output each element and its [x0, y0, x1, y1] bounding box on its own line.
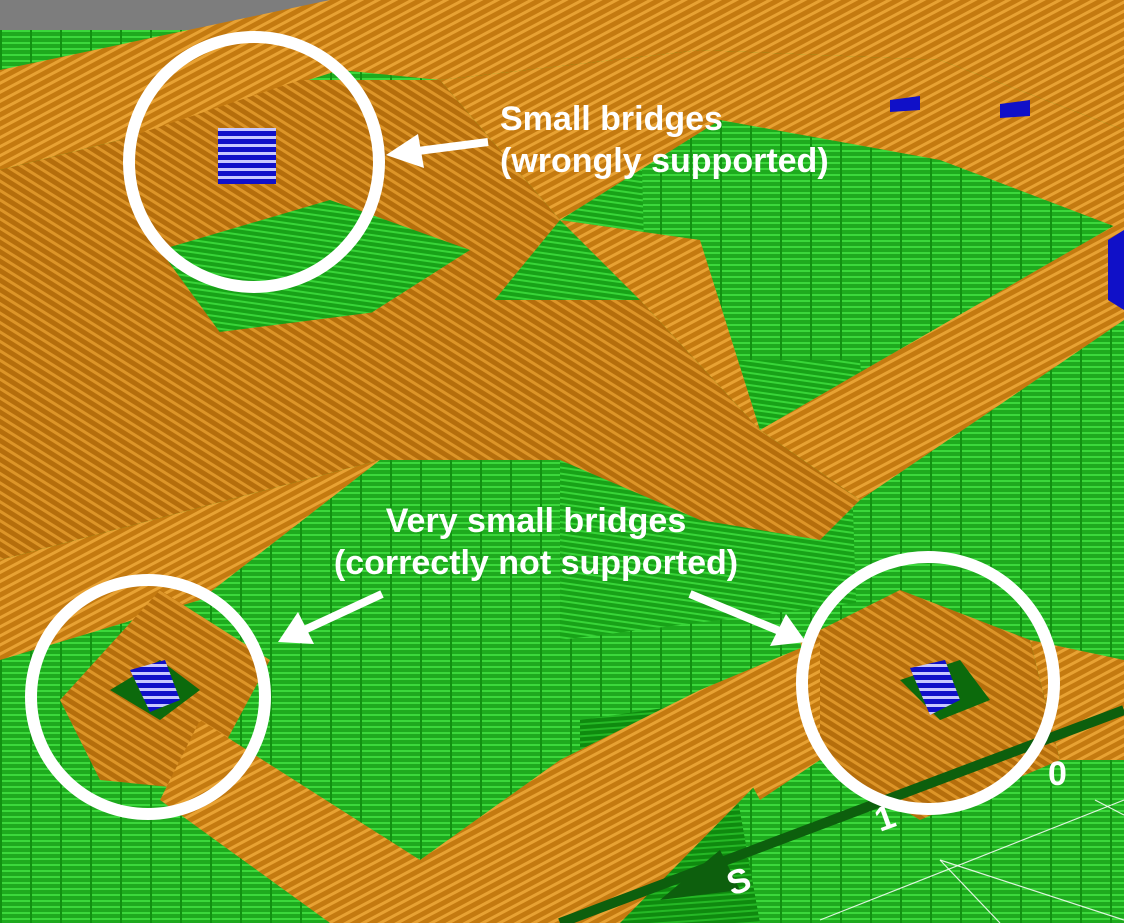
annotation-very-small-bridges-note: (correctly not supported): [334, 544, 738, 582]
annotation-small-bridges-note: (wrongly supported): [500, 142, 829, 180]
axis-tick-label: 0: [1048, 755, 1067, 793]
arrow-icon: [688, 590, 806, 646]
arrow-icon: [278, 590, 384, 644]
axis-gizmo: 0 1 S: [558, 705, 1124, 923]
bridge-layers: [130, 96, 1124, 715]
arrow-icon: [386, 134, 489, 168]
annotation-very-small-bridges: Very small bridges: [386, 502, 687, 540]
distant-bridge-2: [1000, 100, 1030, 118]
circle-highlight-icon: [25, 574, 271, 820]
small-bridge-blue: [218, 128, 276, 184]
tiny-bridge-right: [910, 660, 960, 715]
distant-bridge: [890, 96, 920, 112]
tiny-bridge-left: [130, 660, 180, 712]
annotations: Small bridges (wrongly supported) Very s…: [25, 31, 1060, 820]
annotation-small-bridges: Small bridges: [500, 100, 723, 138]
circle-highlight-icon: [796, 551, 1060, 815]
circle-highlight-icon: [123, 31, 385, 293]
axis-arrow-icon: [558, 705, 1124, 923]
edge-bridge-right: [1108, 230, 1124, 310]
